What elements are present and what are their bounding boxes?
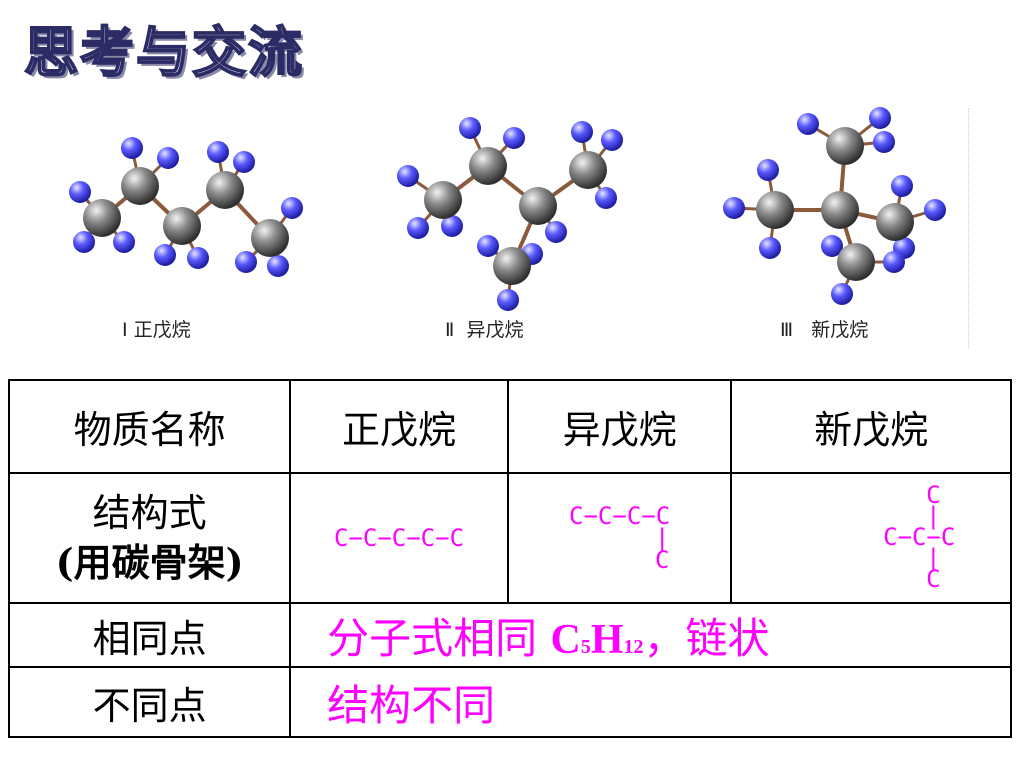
header-neopentane: 新戊烷 (730, 379, 1012, 474)
hydrogen-atom (869, 107, 891, 129)
hydrogen-atom (281, 197, 303, 219)
header-substance-name: 物质名称 (7, 379, 292, 474)
skeleton-neopentane-bottom: C (926, 565, 941, 593)
carbon-atom (519, 187, 557, 225)
skeleton-neopentane-top: C (926, 481, 941, 509)
hydrogen-atom (441, 215, 463, 237)
carbon-atom (469, 147, 507, 185)
skeleton-isopentane-main: C−C−C−C (569, 501, 671, 530)
carbon-atom (821, 191, 859, 229)
hydrogen-atom (477, 235, 499, 257)
similarity-text: 分子式相同 C5H12，链状 (289, 602, 1012, 668)
n-pentane-model (69, 137, 303, 277)
structure-label-line2: (用碳骨架) (55, 540, 244, 585)
hydrogen-atom (503, 127, 525, 149)
skeleton-n-pentane-cell: C−C−C−C−C (289, 472, 509, 604)
structure-row: 结构式 (用碳骨架) C−C−C−C−C C−C−C−C | C C | C−C… (7, 472, 1012, 604)
hydrogen-atom (113, 231, 135, 253)
structure-label: 结构式 (用碳骨架) (7, 472, 292, 604)
hydrogen-atom (187, 247, 209, 269)
skeleton-neopentane-bond-bottom: | (926, 544, 941, 572)
hydrogen-atom (69, 181, 91, 203)
hydrogen-atom (545, 221, 567, 243)
carbon-atom (826, 127, 864, 165)
carbon-atom (121, 167, 159, 205)
carbon-atom (756, 191, 794, 229)
hydrogen-atom (595, 187, 617, 209)
hydrogen-atom (121, 137, 143, 159)
hydrogen-atom (233, 151, 255, 173)
hydrogen-atom (759, 237, 781, 259)
skeleton-isopentane-cell: C−C−C−C | C (506, 472, 733, 604)
skeleton-n-pentane: C−C−C−C−C (333, 524, 465, 552)
slide-title: 思考与交流 (23, 20, 304, 85)
carbon-atom (206, 171, 244, 209)
hydrogen-atom (723, 197, 745, 219)
skeleton-isopentane-branch: C (655, 545, 670, 574)
hydrogen-atom (797, 113, 819, 135)
difference-label: 不同点 (7, 666, 292, 738)
hydrogen-atom (497, 289, 519, 311)
isopentane-model (397, 117, 623, 311)
hydrogen-atom (571, 121, 593, 143)
header-isopentane: 异戊烷 (506, 379, 733, 474)
hydrogen-atom (154, 244, 176, 266)
difference-text: 结构不同 (289, 666, 1012, 738)
structure-label-line1: 结构式 (92, 491, 207, 535)
hydrogen-atom (873, 131, 895, 153)
hydrogen-atom (397, 165, 419, 187)
neopentane-model (723, 107, 946, 305)
carbon-atom (876, 203, 914, 241)
hydrogen-atom (891, 175, 913, 197)
divider-line (968, 108, 969, 348)
skeleton-neopentane-bond-top: | (926, 502, 941, 530)
hydrogen-atom (831, 283, 853, 305)
hydrogen-atom (267, 255, 289, 277)
hydrogen-atom (207, 141, 229, 163)
similarity-row: 相同点 分子式相同 C5H12，链状 (7, 602, 1012, 668)
header-n-pentane: 正戊烷 (289, 379, 509, 474)
similarity-label: 相同点 (7, 602, 292, 668)
carbon-atom (569, 151, 607, 189)
skeleton-neopentane-mid: C−C−C (883, 523, 956, 551)
carbon-atom (83, 199, 121, 237)
caption-neopentane: Ⅲ 新戊烷 (780, 319, 869, 341)
carbon-atom (163, 207, 201, 245)
hydrogen-atom (601, 129, 623, 151)
comparison-table: 物质名称 正戊烷 异戊烷 新戊烷 结构式 (用碳骨架) C−C−C−C−C C−… (7, 379, 1012, 738)
hydrogen-atom (757, 159, 779, 181)
carbon-atom (493, 247, 531, 285)
carbon-atom (251, 219, 289, 257)
hydrogen-atom (407, 217, 429, 239)
difference-row: 不同点 结构不同 (7, 666, 1012, 738)
hydrogen-atom (73, 231, 95, 253)
hydrogen-atom (459, 117, 481, 139)
skeleton-isopentane-bond: | (655, 523, 670, 552)
hydrogen-atom (821, 235, 843, 257)
caption-isopentane: Ⅱ 异戊烷 (445, 319, 524, 341)
header-row: 物质名称 正戊烷 异戊烷 新戊烷 (7, 379, 1012, 474)
carbon-atom (837, 243, 875, 281)
hydrogen-atom (157, 147, 179, 169)
hydrogen-atom (883, 251, 905, 273)
molecule-models (69, 107, 946, 311)
hydrogen-atom (235, 251, 257, 273)
hydrogen-atom (924, 199, 946, 221)
carbon-atom (424, 181, 462, 219)
skeleton-neopentane-cell: C | C−C−C | C (730, 472, 1012, 604)
caption-n-pentane: Ⅰ 正戊烷 (122, 319, 191, 341)
